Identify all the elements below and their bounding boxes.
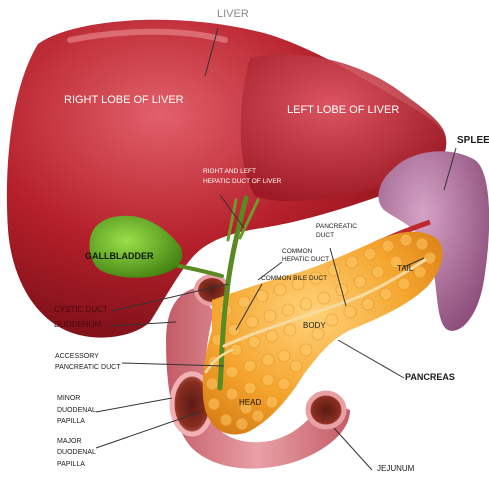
label-hepatic-duct-1: RIGHT AND LEFT	[203, 169, 256, 176]
pancreas-lobule	[278, 350, 290, 362]
pancreas-lobule	[206, 378, 218, 390]
pancreas-lobule	[266, 330, 278, 342]
label-minor-2: DUODENAL	[57, 407, 96, 414]
pancreas-lobule	[278, 378, 290, 390]
label-liver: LIVER	[217, 9, 249, 20]
pancreas-lobule	[416, 238, 428, 250]
pancreas-lobule	[362, 298, 374, 310]
pancreas-lobule	[238, 296, 250, 308]
label-minor-3: PAPILLA	[57, 418, 85, 425]
pancreas-lobule	[372, 266, 384, 278]
pancreas-lobule	[364, 248, 376, 260]
pancreas-lobule	[262, 374, 274, 386]
label-common-bile-duct: COMMON BILE DUCT	[261, 276, 327, 283]
pancreas-lobule	[382, 240, 394, 252]
label-duodenum: DUODENUM	[54, 321, 101, 329]
pancreas-lobule	[226, 366, 238, 378]
label-cystic-duct: CYSTIC DUCT	[54, 306, 108, 314]
pancreas-lobule	[282, 304, 294, 316]
pancreas-lobule	[344, 306, 356, 318]
label-head: HEAD	[239, 399, 261, 407]
pancreas-lobule	[326, 314, 338, 326]
label-left-lobe: LEFT LOBE OF LIVER	[287, 105, 399, 116]
label-pancreatic-duct-1: PANCREATIC	[316, 224, 357, 231]
label-minor-1: MINOR	[57, 395, 80, 402]
pancreas-lobule	[300, 344, 312, 356]
pancreas-lobule	[220, 414, 232, 426]
label-pancreatic-duct-2: DUCT	[316, 233, 334, 240]
pancreas-lobule	[252, 410, 264, 422]
pancreas-lobule	[266, 396, 278, 408]
label-tail: TAIL	[397, 265, 413, 273]
label-accessory-2: PANCREATIC DUCT	[55, 364, 120, 371]
pancreas-lobule	[346, 256, 358, 268]
pancreas-lobule	[226, 388, 238, 400]
pancreas-lobule	[380, 288, 392, 300]
label-gallbladder: GALLBLADDER	[85, 252, 154, 261]
pancreas-lobule	[262, 354, 274, 366]
pancreas-lobule	[354, 276, 366, 288]
pancreas-lobule	[264, 310, 276, 322]
label-right-lobe: RIGHT LOBE OF LIVER	[64, 95, 184, 106]
pancreas-lobule	[424, 252, 436, 264]
label-major-3: PAPILLA	[57, 461, 85, 468]
label-body: BODY	[303, 322, 326, 330]
label-hepatic-duct-2: HEPATIC DUCT OF LIVER	[203, 179, 281, 186]
pancreas-lobule	[398, 278, 410, 290]
label-major-2: DUODENAL	[57, 449, 96, 456]
pancreas-lobule	[236, 418, 248, 430]
label-common-hepatic-1: COMMON	[282, 249, 312, 256]
pancreas-lobule	[414, 266, 426, 278]
pancreas-lobule	[244, 360, 256, 372]
pancreas-lobule	[300, 298, 312, 310]
label-accessory-1: ACCESSORY	[55, 353, 99, 360]
label-major-1: MAJOR	[57, 438, 82, 445]
pancreas-lobule	[290, 360, 302, 372]
pancreas-lobule	[400, 234, 412, 246]
pancreas-lobule	[328, 264, 340, 276]
label-jejunum: JEJUNUM	[377, 465, 414, 473]
label-spleen: SPLEEN	[457, 136, 489, 146]
pancreas-lobule	[274, 284, 286, 296]
label-pancreas: PANCREAS	[405, 373, 455, 382]
pancreas-lobule	[248, 336, 260, 348]
pancreas-lobule	[284, 324, 296, 336]
pancreas-lobule	[318, 292, 330, 304]
label-common-hepatic-2: HEPATIC DUCT	[282, 257, 329, 264]
pancreas-lobule	[246, 316, 258, 328]
pancreas-lobule	[208, 398, 220, 410]
pancreas-lobule	[244, 382, 256, 394]
